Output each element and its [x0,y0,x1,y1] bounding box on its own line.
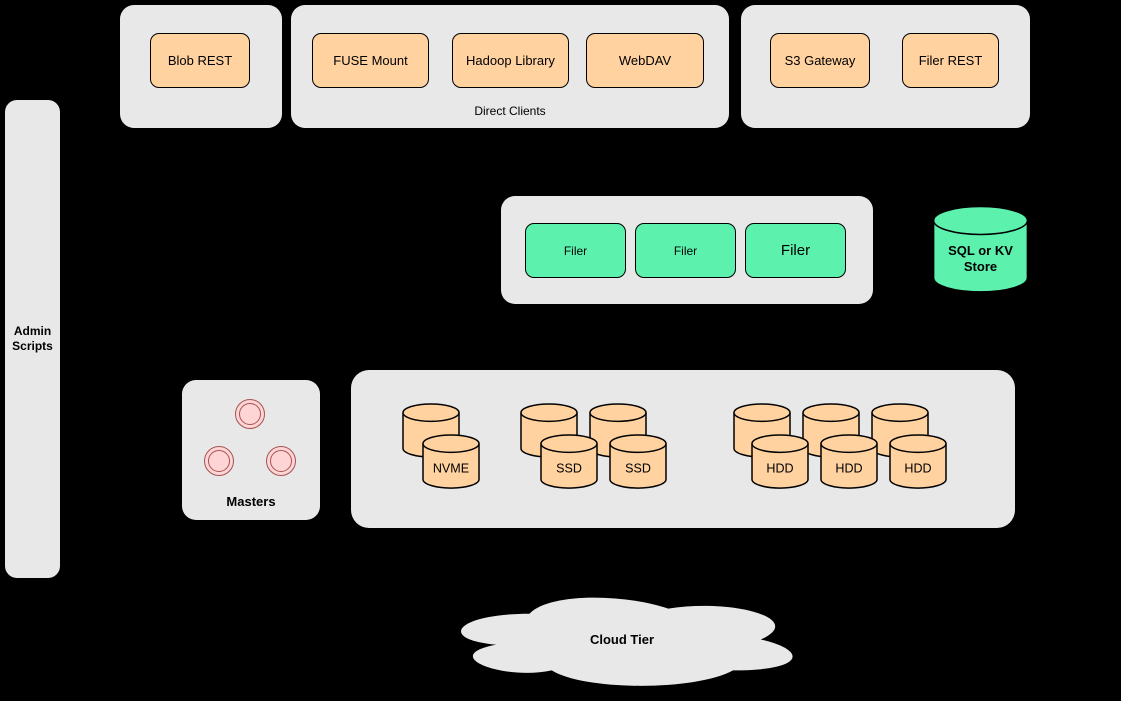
nvme-cylinder: NVME [422,434,480,490]
blob-rest-node: Blob REST [150,33,250,88]
master-node-circle [266,446,296,476]
blob-client-group: Blob REST [120,5,282,128]
gateway-group: S3 Gateway Filer REST [741,5,1030,128]
admin-scripts-label: Admin Scripts [12,324,53,353]
master-node-circle [235,399,265,429]
masters-group: Masters [182,380,320,520]
ssd-cylinder: SSD [609,434,667,490]
cloud-tier-shape [461,597,793,686]
direct-clients-group: FUSE Mount Hadoop Library WebDAV Direct … [291,5,729,128]
hdd-cylinder: HDD [889,434,947,490]
master-node-circle [204,446,234,476]
fuse-mount-node: FUSE Mount [312,33,429,88]
ssd-label: SSD [625,462,651,476]
hdd-label: HDD [766,462,793,476]
filer-label: Filer [563,243,588,258]
ssd-label: SSD [556,462,582,476]
filer-node-2: Filer [635,223,736,278]
filer-node-3: Filer [745,223,846,278]
nvme-label: NVME [433,462,469,476]
filer-label: Filer [780,242,811,259]
masters-label: Masters [226,494,276,509]
filer-label: Filer [673,243,698,258]
filer-node-1: Filer [525,223,626,278]
filer-rest-label: Filer REST [918,53,983,68]
volume-servers-group: NVME SSD SSD HDD HDD HDD [351,370,1015,528]
hdd-cylinder: HDD [751,434,809,490]
filer-rest-node: Filer REST [902,33,999,88]
hdd-label: HDD [835,462,862,476]
filer-group: Filer Filer Filer [501,196,873,304]
fuse-mount-label: FUSE Mount [333,53,408,68]
webdav-node: WebDAV [586,33,704,88]
sql-kv-store-label: SQL or KV Store [948,243,1013,274]
hadoop-library-label: Hadoop Library [466,53,555,68]
direct-clients-label: Direct Clients [474,104,546,118]
s3-gateway-label: S3 Gateway [784,53,856,68]
ssd-cylinder: SSD [540,434,598,490]
s3-gateway-node: S3 Gateway [770,33,870,88]
hadoop-library-node: Hadoop Library [452,33,569,88]
admin-scripts-panel: Admin Scripts [5,100,60,578]
webdav-label: WebDAV [618,53,672,68]
blob-rest-label: Blob REST [167,53,233,68]
cloud-tier-label: Cloud Tier [589,632,655,647]
hdd-label: HDD [904,462,931,476]
hdd-cylinder: HDD [820,434,878,490]
